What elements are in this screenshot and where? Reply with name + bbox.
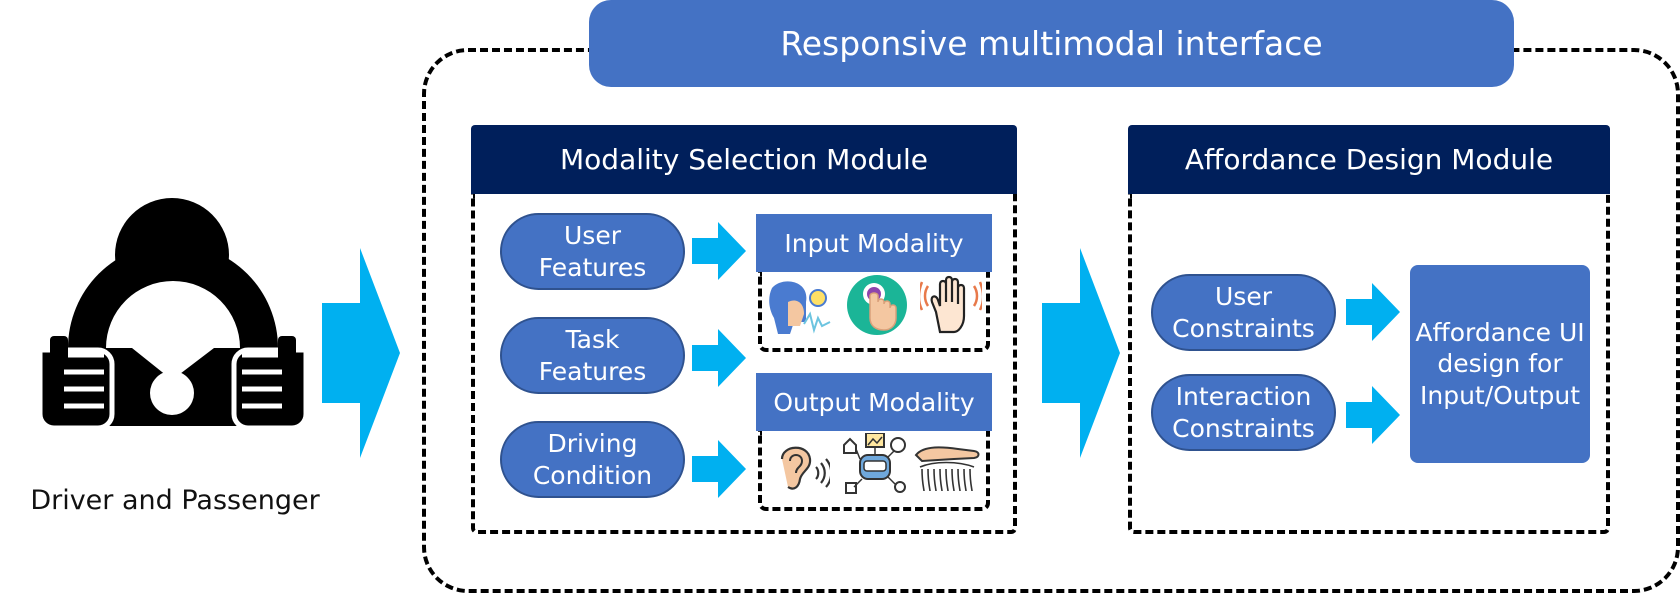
modality-selection-header: Modality Selection Module [471, 125, 1017, 194]
result-line: Affordance UI [1415, 318, 1585, 348]
output-modality-icons [758, 431, 990, 511]
task-features-pill: Task Features [500, 317, 685, 394]
hand-gesture-icon [920, 275, 982, 334]
arrow-right-icon [1346, 283, 1400, 341]
flow-arrow-icon [322, 248, 400, 458]
diagram-title: Responsive multimodal interface [589, 0, 1514, 87]
actor-label: Driver and Passenger [30, 484, 320, 516]
visual-display-robot-icon [843, 433, 906, 494]
result-line: design for [1437, 349, 1563, 379]
pill-line: Constraints [1172, 413, 1315, 443]
output-modality-title: Output Modality [756, 373, 992, 431]
pill-line: User [564, 221, 621, 251]
modality-selection-body [471, 194, 1017, 534]
flow-arrow-icon [1042, 248, 1120, 458]
user-features-pill: User Features [500, 213, 685, 290]
pill-line: Features [538, 252, 647, 282]
input-modality-icons [758, 272, 990, 352]
voice-face-icon [769, 281, 831, 334]
pill-line: Driving [547, 429, 638, 459]
pill-line: Interaction [1175, 382, 1312, 412]
interaction-constraints-pill: Interaction Constraints [1151, 374, 1336, 451]
pill-line: User [1215, 282, 1272, 312]
arrow-right-icon [692, 222, 746, 280]
pill-line: Task [565, 325, 620, 355]
pill-line: Features [538, 356, 647, 386]
haptic-hand-icon [914, 446, 980, 492]
result-line: Input/Output [1420, 380, 1580, 410]
arrow-right-icon [692, 329, 746, 387]
input-modality-title: Input Modality [756, 214, 992, 272]
driving-condition-pill: Driving Condition [500, 421, 685, 498]
pill-line: Constraints [1172, 313, 1315, 343]
touch-button-icon [847, 275, 907, 335]
affordance-design-body [1128, 194, 1610, 534]
pill-line: Condition [532, 460, 653, 490]
ear-sound-icon [780, 446, 830, 490]
affordance-design-header: Affordance Design Module [1128, 125, 1610, 194]
arrow-right-icon [1346, 386, 1400, 444]
affordance-ui-design-box: Affordance UI design for Input/Output [1410, 265, 1590, 463]
arrow-right-icon [692, 440, 746, 498]
user-constraints-pill: User Constraints [1151, 274, 1336, 351]
driver-steering-wheel-icon [38, 198, 308, 431]
